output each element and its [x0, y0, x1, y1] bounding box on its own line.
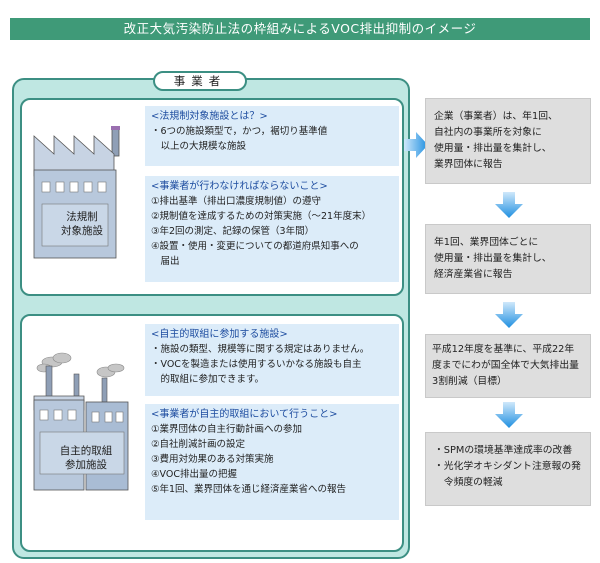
flow-step-3: 平成12年度を基準に、平成22年 度までにわが国全体で大気排出量 3割削減（目標… [425, 334, 591, 398]
smoke [36, 352, 125, 378]
flow-step-line: 令頻度の軽減 [434, 477, 503, 488]
chimney-top [111, 126, 120, 130]
down-arrow-icon [495, 302, 523, 328]
facility1-label-line: 対象施設 [61, 225, 103, 237]
box4-line: ⑤年1回、業界団体を通じ経済産業省への報告 [151, 484, 347, 495]
voluntary-actions: <事業者が自主的取組において行うこと> ①業界団体の自主行動計画への参加 ②自社… [145, 404, 399, 520]
flow-step-line: 年1回、業界団体ごとに [434, 237, 539, 248]
facility1-label-line: 法規制 [66, 211, 98, 223]
flow-step-4: ・SPMの環境基準達成率の改善 ・光化学オキシダント注意報の発 令頻度の軽減 [425, 432, 591, 506]
facility2-label: 自主的取組 参加施設 [46, 444, 126, 472]
flow-step-line: 使用量・排出量を集計し、 [434, 253, 552, 264]
box2-line: ③年2回の測定、記録の保管（3年間） [151, 226, 315, 237]
box4-heading: <事業者が自主的取組において行うこと> [151, 409, 338, 420]
box4-line: ②自社削減計画の設定 [151, 439, 246, 450]
box2-heading: <事業者が行わなければならないこと> [151, 181, 328, 192]
factory-windows [39, 409, 124, 423]
factory-roof [33, 135, 115, 177]
box1-line: ・6つの施設類型で，かつ，裾切り基準値 [151, 126, 328, 137]
box3-line: ・VOCを製造または使用するいかなる施設も自主 [151, 359, 362, 370]
flow-step-line: 3割削減（目標） [432, 376, 507, 387]
operator-obligations: <事業者が行わなければならないこと> ①排出基準（排出口濃度規制値）の遵守 ②規… [145, 176, 399, 282]
box1-line: 以上の大規模な施設 [151, 141, 247, 152]
flow-step-line: 自社内の事業所を対象に [434, 127, 542, 138]
chimney [111, 127, 120, 157]
title-bar: 改正大気汚染防止法の枠組みによるVOC排出抑制のイメージ [10, 18, 590, 40]
facility1-label: 法規制 対象施設 [42, 210, 122, 238]
regulated-facility-definition: <法規制対象施設とは？> ・6つの施設類型で，かつ，裾切り基準値 以上の大規模な… [145, 106, 399, 166]
box2-line: ④設置・使用・変更についての都道府県知事への [151, 241, 359, 252]
factory-sign [41, 203, 109, 247]
voluntary-facility-definition: <自主的取組に参加する施設> ・施設の類型、規模等に関する規定はありません。 ・… [145, 324, 399, 396]
flow-step-line: ・SPMの環境基準達成率の改善 [434, 445, 573, 456]
box3-line: 的取組に参加できます。 [151, 374, 265, 385]
facility2-label-line: 参加施設 [65, 459, 107, 471]
factory-windows [41, 181, 107, 193]
right-arrow-icon [404, 132, 428, 158]
page-title: 改正大気汚染防止法の枠組みによるVOC排出抑制のイメージ [123, 21, 477, 36]
flow-step-line: 業界団体に報告 [434, 159, 503, 170]
box1-heading: <法規制対象施設とは？> [151, 111, 268, 122]
box2-line: ②規制値を達成するための対策実施（～21年度末） [151, 211, 372, 222]
flow-step-line: 度までにわが国全体で大気排出量 [432, 360, 579, 371]
flow-step-line: ・光化学オキシダント注意報の発 [434, 461, 581, 472]
factory-sign [39, 431, 125, 475]
box4-line: ④VOC排出量の把握 [151, 469, 237, 480]
facility2-label-line: 自主的取組 [59, 445, 113, 457]
down-arrow-icon [495, 192, 523, 218]
chimney [45, 365, 53, 401]
flow-step-line: 経済産業省に報告 [434, 269, 513, 280]
chimney [73, 373, 80, 397]
flow-step-line: 企業（事業者）は、年1回、 [434, 111, 558, 122]
chimney [101, 377, 108, 403]
flow-step-line: 平成12年度を基準に、平成22年 [432, 344, 575, 355]
box3-line: ・施設の類型、規模等に関する規定はありません。 [151, 344, 370, 355]
box2-line: ①排出基準（排出口濃度規制値）の遵守 [151, 196, 322, 207]
group-label: 事業者 [153, 71, 247, 91]
box4-line: ①業界団体の自主行動計画への参加 [151, 424, 303, 435]
box2-line: 届出 [151, 256, 180, 267]
flow-step-2: 年1回、業界団体ごとに 使用量・排出量を集計し、 経済産業省に報告 [425, 224, 591, 294]
flow-step-1: 企業（事業者）は、年1回、 自社内の事業所を対象に 使用量・排出量を集計し、 業… [425, 98, 591, 184]
box3-heading: <自主的取組に参加する施設> [151, 329, 288, 340]
voluntary-factory-illustration [33, 352, 129, 491]
down-arrow-icon [495, 402, 523, 428]
flow-step-line: 使用量・排出量を集計し、 [434, 143, 552, 154]
box4-line: ③費用対効果のある対策実施 [151, 454, 274, 465]
regulated-factory-illustration [33, 126, 120, 259]
